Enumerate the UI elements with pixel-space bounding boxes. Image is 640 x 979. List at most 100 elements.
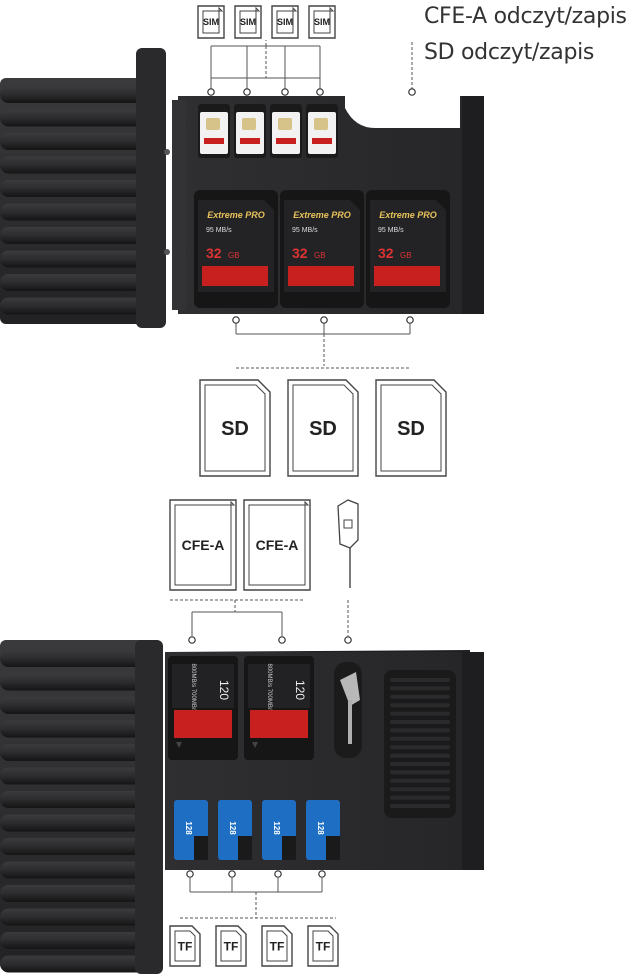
tf-icon: TF <box>261 925 293 967</box>
tf-icon-label: TF <box>270 939 285 953</box>
case-rib <box>0 908 150 926</box>
tf-card: 128 <box>174 800 208 860</box>
case-rib <box>0 109 152 127</box>
tf-card: 128 <box>306 800 340 860</box>
sim-icon-label: SIM <box>277 17 293 27</box>
tf-icon-label: TF <box>178 939 193 953</box>
case-rib <box>0 697 150 714</box>
connector-dot <box>316 88 324 96</box>
bottom-tray-end <box>462 652 484 870</box>
connector-dot <box>207 88 215 96</box>
case-rib <box>0 227 152 244</box>
vent-rib <box>390 736 450 741</box>
sd-unit: GB <box>314 251 326 260</box>
tf-icon-label: TF <box>316 939 331 953</box>
sd-icon: SD <box>287 379 359 477</box>
sd-icon: SD <box>199 379 271 477</box>
tf-capacity: 128 <box>272 821 281 835</box>
connector-dot <box>406 316 414 324</box>
sd-unit: GB <box>228 251 240 260</box>
connector-dot <box>344 636 352 644</box>
connector-lines <box>170 40 416 919</box>
case-rib <box>0 156 152 174</box>
sd-icon-label: SD <box>397 418 425 440</box>
tf-icon-label: TF <box>224 939 239 953</box>
sd-icon-label: SD <box>309 418 337 440</box>
vent-rib <box>390 762 450 766</box>
top-case: Extreme PRO 95 MB/s 32 GB Extreme PRO 95 MB/s… <box>0 48 484 328</box>
sd-icon: SD <box>375 379 447 477</box>
case-rib <box>0 744 150 761</box>
sd-speed: 95 MB/s <box>378 227 404 234</box>
case-rib <box>0 86 152 103</box>
sim-icon-label: SIM <box>314 17 330 27</box>
vent-rib <box>390 694 450 699</box>
connector-dot <box>320 316 328 324</box>
eject-pin-shaft <box>348 700 352 744</box>
vent-rib <box>390 795 450 800</box>
connector-dot <box>281 88 289 96</box>
vent-rib <box>390 711 450 716</box>
connector-dot <box>188 636 196 644</box>
connector-dot <box>274 870 282 878</box>
top-tray-hinge <box>172 100 186 310</box>
sim-icon: SIM <box>271 5 299 39</box>
case-rib <box>0 203 152 221</box>
tf-capacity: 128 <box>184 821 193 835</box>
sim-card <box>306 104 338 158</box>
eject-pin-head <box>340 672 360 706</box>
sim-icon: SIM <box>308 5 336 39</box>
case-rib <box>0 791 150 808</box>
cfe-icon-label: CFE-A <box>182 537 225 553</box>
sd-speed: 95 MB/s <box>292 227 318 234</box>
sim-slots <box>198 104 338 158</box>
sd-brand: Extreme PRO <box>207 210 265 220</box>
tf-capacity: 128 <box>316 821 325 835</box>
tf-card: 128 <box>262 800 296 860</box>
sd-capacity: 32 <box>206 245 222 261</box>
tf-icon: TF <box>215 925 247 967</box>
connector-dot <box>408 88 416 96</box>
cfe-capacity: 120 <box>217 680 231 700</box>
tf-card: 128 <box>218 800 252 860</box>
sim-icons: SIM SIM SIM SIM <box>197 5 336 39</box>
case-rib <box>0 297 152 315</box>
sd-capacity: 32 <box>378 245 394 261</box>
cfe-icon-label: CFE-A <box>256 537 299 553</box>
vent-rib <box>390 678 450 682</box>
connector-dot <box>318 870 326 878</box>
sd-icon-label: SD <box>221 418 249 440</box>
sd-card: Extreme PRO 95 MB/s 32 GB <box>280 190 364 308</box>
case-rib <box>0 720 150 738</box>
legend-sd-read-write: SD odczyt/zapis <box>424 40 595 65</box>
cfe-capacity: 120 <box>293 680 307 700</box>
connector-dot <box>243 88 251 96</box>
legend-cfe-read-write: CFE-A odczyt/zapis <box>424 4 627 29</box>
top-tray-end <box>462 96 484 314</box>
case-rib <box>0 650 150 667</box>
vent-rib <box>390 686 450 691</box>
sd-capacity: 32 <box>292 245 308 261</box>
vent-rib <box>390 728 450 733</box>
tf-icons: TF TF TF TF <box>169 925 339 967</box>
case-rib <box>0 767 150 785</box>
case-rib <box>0 180 152 197</box>
sd-icons: SD SD SD <box>199 379 447 477</box>
sim-icon-label: SIM <box>203 17 219 27</box>
sim-icon: SIM <box>197 5 225 39</box>
cfe-icon: CFE-A <box>169 499 237 591</box>
tf-icon: TF <box>169 925 201 967</box>
connector-dot <box>232 316 240 324</box>
sim-card <box>234 104 266 158</box>
sd-brand: Extreme PRO <box>293 210 351 220</box>
case-rib <box>0 133 152 150</box>
case-rib <box>0 274 152 291</box>
vent-rib <box>390 703 450 708</box>
case-rib <box>0 814 150 832</box>
sim-icon: SIM <box>234 5 262 39</box>
